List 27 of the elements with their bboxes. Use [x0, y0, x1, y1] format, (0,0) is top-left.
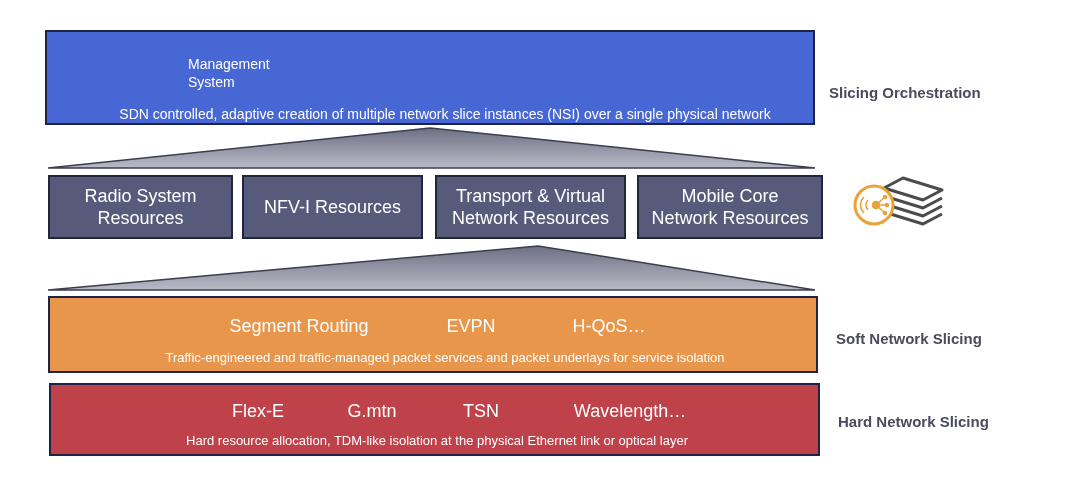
roof-shape: [47, 245, 816, 291]
technology-label: H-QoS…: [572, 315, 646, 338]
technology-label: Wavelength…: [573, 400, 687, 423]
resource-label: Radio System Resources: [83, 184, 198, 230]
layer-panel: [45, 30, 815, 125]
description-text: Traffic-engineered and traffic-managed packet services and packet underlays for service isolation: [165, 350, 725, 367]
technology-label: TSN: [463, 400, 499, 423]
layer-panel: [48, 296, 818, 373]
technology-label: G.mtn: [347, 400, 397, 423]
resource-box: [637, 175, 823, 239]
layer-label: Slicing Orchestration: [829, 84, 981, 102]
description-text: SDN controlled, adaptive creation of multiple network slice instances (NSI) over a single physical network: [119, 106, 771, 124]
layer-label: Soft Network Slicing: [836, 330, 982, 348]
technology-label: EVPN: [446, 315, 496, 338]
system-label: Management System: [188, 56, 271, 91]
roof-shape: [47, 127, 816, 169]
technology-label: Segment Routing: [229, 315, 369, 338]
resource-label: Mobile Core Network Resources: [650, 184, 810, 230]
resource-box: [48, 175, 233, 239]
layer-panel: [49, 383, 820, 456]
description-text: Hard resource allocation, TDM-like isolation at the physical Ethernet link or optical layer: [186, 433, 688, 450]
layer-label: Hard Network Slicing: [838, 413, 989, 431]
resource-label: Transport & Virtual Network Resources: [450, 184, 611, 230]
technology-label: Flex-E: [232, 400, 284, 423]
resource-label: NFV-I Resources: [263, 195, 401, 219]
resource-box: [435, 175, 626, 239]
resource-box: [242, 175, 423, 239]
